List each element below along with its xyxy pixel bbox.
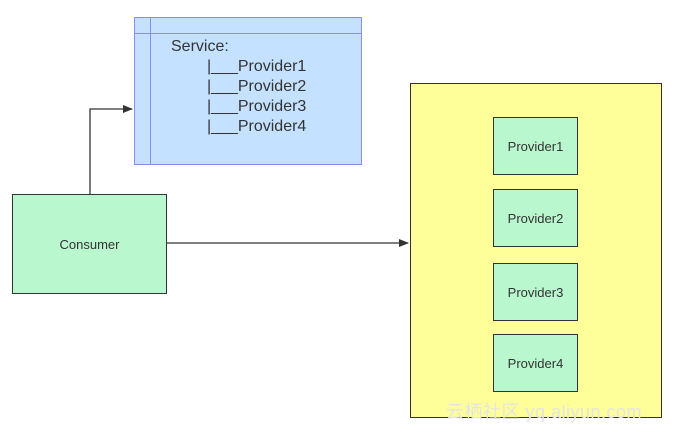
provider-box: Provider3 <box>493 263 578 321</box>
provider-box: Provider4 <box>493 334 578 392</box>
registry-item: |___Provider2 <box>207 78 307 95</box>
provider-label: Provider4 <box>507 355 564 371</box>
consumer-label: Consumer <box>59 236 120 252</box>
provider-box: Provider1 <box>493 117 578 175</box>
service-registry-box: Service: |___Provider1 |___Provider2 |__… <box>134 17 362 165</box>
registry-item: |___Provider1 <box>207 58 307 75</box>
provider-box: Provider2 <box>493 189 578 247</box>
provider-label: Provider1 <box>507 138 564 154</box>
watermark: 云栖社区 yq.aliyun.com <box>446 402 643 422</box>
registry-side-divider <box>150 18 151 164</box>
provider-label: Provider3 <box>507 284 564 300</box>
registry-title: Service: <box>171 38 229 55</box>
arrow-consumer-to-registry <box>89 105 133 194</box>
registry-provider-list: |___Provider1 |___Provider2 |___Provider… <box>207 57 306 137</box>
registry-item: |___Provider4 <box>207 118 307 135</box>
provider-label: Provider2 <box>507 210 564 226</box>
consumer-box: Consumer <box>12 194 167 294</box>
registry-item: |___Provider3 <box>207 98 307 115</box>
registry-header-divider <box>135 33 361 34</box>
